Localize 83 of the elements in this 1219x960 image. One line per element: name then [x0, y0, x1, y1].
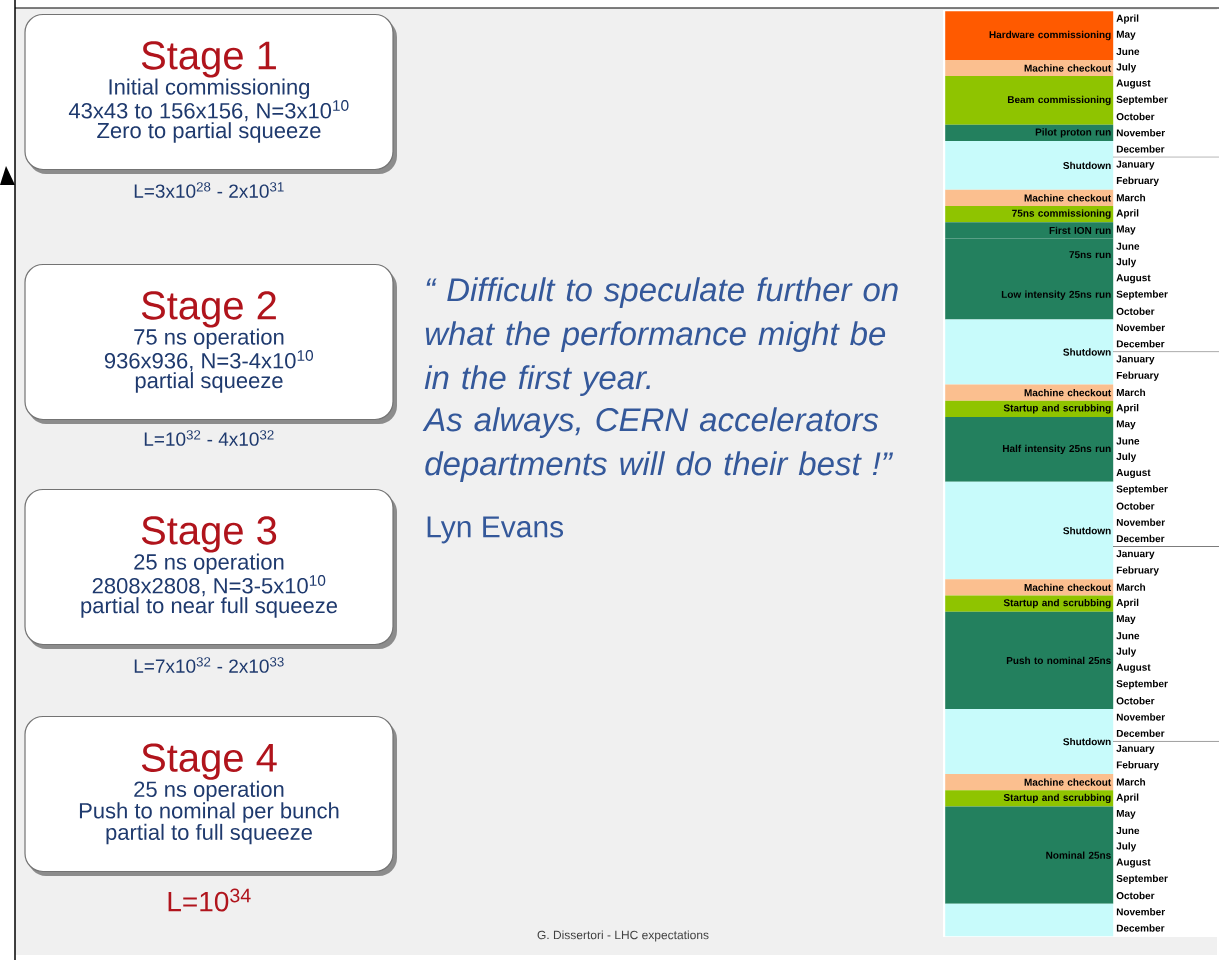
phase-bar: Machine checkout — [945, 384, 1114, 401]
month-label: December — [1116, 145, 1165, 153]
stage-box: Stage 2 75 ns operation 936x936, N=3-4x10$^{10}$ partial squeeze — [24, 263, 397, 424]
node-label: Low intensity 25ns run — [1001, 290, 1111, 300]
month-label: May — [1116, 30, 1136, 40]
month-label: June — [1116, 632, 1140, 640]
phase-bar: Shutdown — [945, 709, 1114, 774]
month-label: November — [1116, 323, 1165, 332]
month-label: April — [1116, 209, 1139, 219]
stage-box: Stage 4 25 ns operation Push to nominal per bunch partial to full squeeze — [24, 715, 397, 876]
phase-bar: Push to nominal 25ns — [945, 611, 1114, 710]
footer-text: G. Dissertori - LHC expectations — [537, 930, 709, 942]
stage-box: Stage 1 Initial commissioning 43x43 to 156x156, N=3x10$^{10}$ Zero to partial squeeze — [24, 13, 397, 174]
phase-bar: Machine checkout — [945, 579, 1114, 596]
month-label: June — [1116, 827, 1140, 835]
month-label: October — [1116, 891, 1155, 900]
phase-bar: Nominal 25ns — [945, 806, 1114, 904]
luminosity-text: L=7x10$^{32}$ - 2x10$^{33}$ — [134, 657, 284, 673]
phase-bar: Shutdown — [945, 481, 1114, 580]
month-label: July — [1116, 452, 1137, 462]
month-label: October — [1116, 697, 1155, 705]
phase-bar — [945, 903, 1114, 937]
luminosity-text: L=10$^{34}$ — [168, 888, 251, 912]
month-label: August — [1116, 274, 1151, 284]
phase-bar: Low intensity 25ns run — [945, 270, 1114, 320]
month-label: July — [1116, 257, 1137, 268]
phase-bar: Half intensity 25ns run — [945, 416, 1114, 482]
month-label: December — [1116, 729, 1165, 737]
phase-bar: 75ns run — [945, 238, 1114, 271]
month-label: June — [1116, 437, 1140, 445]
month-label: August — [1116, 79, 1151, 89]
month-label: January — [1116, 550, 1155, 560]
month-label: September — [1116, 679, 1168, 690]
month-label: August — [1116, 469, 1151, 479]
month-label: January — [1116, 745, 1155, 754]
month-label: February — [1116, 371, 1159, 381]
month-label: September — [1116, 290, 1168, 300]
month-label: December — [1116, 340, 1165, 348]
month-label: October — [1116, 307, 1155, 315]
phase-bar: Startup and scrubbing — [945, 790, 1114, 807]
phase-bar: Machine checkout — [945, 774, 1114, 791]
month-label: September — [1116, 95, 1168, 105]
phase-bar: First ION run — [945, 222, 1114, 239]
month-label: April — [1116, 793, 1139, 803]
node-label: 75ns run — [1069, 251, 1111, 259]
month-label: November — [1116, 908, 1165, 916]
month-label: January — [1116, 355, 1155, 365]
month-label: March — [1116, 194, 1146, 202]
month-label: May — [1116, 420, 1136, 430]
month-label: February — [1116, 176, 1159, 187]
luminosity-text: L=3x10$^{28}$ - 2x10$^{31}$ — [134, 182, 284, 198]
month-label: October — [1116, 502, 1155, 510]
month-label: January — [1116, 160, 1155, 170]
node-label: First ION run — [1049, 226, 1111, 234]
phase-bar: Hardware commissioning — [945, 11, 1114, 60]
month-label: March — [1116, 583, 1146, 591]
phase-bar: Startup and scrubbing — [945, 595, 1114, 612]
month-label: June — [1116, 48, 1140, 56]
phase-bar: Shutdown — [945, 319, 1114, 385]
month-label: June — [1116, 242, 1140, 250]
luminosity-text: L=10$^{32}$ - 4x10$^{32}$ — [144, 430, 274, 446]
month-label: May — [1116, 225, 1136, 235]
month-label: March — [1116, 778, 1146, 786]
quote-text: As always, CERN accelerators departments will do their best !” — [422, 407, 894, 482]
month-label: September — [1116, 485, 1168, 495]
month-label: October — [1116, 112, 1155, 121]
quote-text: “ Difficult to speculate further on what the performance might be in the first year. — [424, 277, 898, 396]
stage-box: Stage 3 25 ns operation 2808x2808, N=3-5x10$^{10}$ partial to near full squeeze — [24, 488, 397, 649]
month-label: February — [1116, 566, 1159, 576]
month-label: May — [1116, 809, 1136, 819]
month-label: February — [1116, 761, 1159, 771]
month-label: April — [1116, 598, 1139, 609]
month-label: September — [1116, 874, 1168, 884]
month-label: July — [1116, 63, 1137, 73]
month-label: April — [1116, 403, 1139, 414]
author-name: Lyn Evans — [427, 516, 564, 544]
month-label: November — [1116, 129, 1165, 137]
month-label: March — [1116, 388, 1146, 397]
month-label: December — [1116, 924, 1165, 932]
month-label: May — [1116, 615, 1136, 625]
phase-bar: Beam commissioning — [945, 76, 1114, 125]
month-label: November — [1116, 713, 1165, 721]
phase-bar: Shutdown — [945, 141, 1114, 190]
